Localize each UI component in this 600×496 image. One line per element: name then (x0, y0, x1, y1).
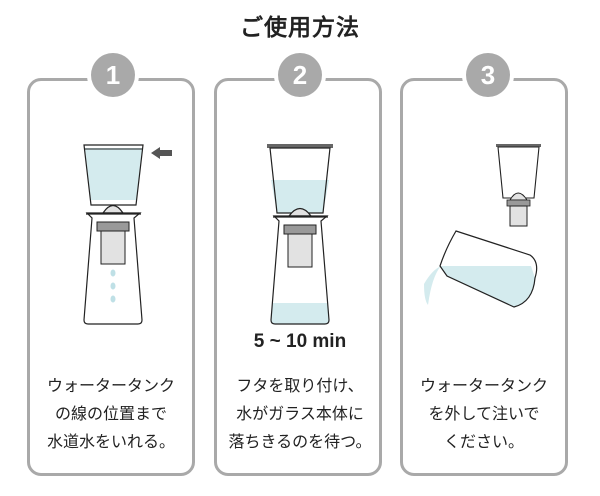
description-line: 水道水をいれる。 (46, 432, 175, 451)
page-title: ご使用方法 (240, 15, 360, 41)
description-line: 水がガラス本体に (236, 404, 364, 423)
wait-time-label: 5 ~ 10 min (253, 331, 347, 352)
step-2-description: フタを取り付け、 水がガラス本体に 落ちきるのを待つ。 (216, 372, 384, 456)
description-line: 落ちきるのを待つ。 (228, 432, 372, 451)
description-line: の線の位置まで (54, 404, 167, 423)
description-line: ください。 (443, 432, 524, 451)
step-1-description: ウォータータンク の線の位置まで 水道水をいれる。 (27, 372, 195, 456)
step-3-description: ウォータータンク を外して注いで ください。 (400, 372, 568, 456)
arrow-left-icon (151, 147, 172, 159)
step-1-number: 1 (91, 53, 135, 97)
step-2-number: 2 (278, 53, 322, 97)
step-1-pitcher-illustration (83, 144, 172, 325)
description-line: フタを取り付け、 (236, 376, 364, 395)
step-2-pitcher-illustration (267, 144, 333, 325)
description-line: を外して注いで (428, 404, 540, 423)
description-line: ウォータータンク (419, 376, 548, 395)
description-line: ウォータータンク (46, 376, 175, 395)
step-3-illustration (424, 144, 541, 308)
step-3-number: 3 (466, 53, 510, 97)
